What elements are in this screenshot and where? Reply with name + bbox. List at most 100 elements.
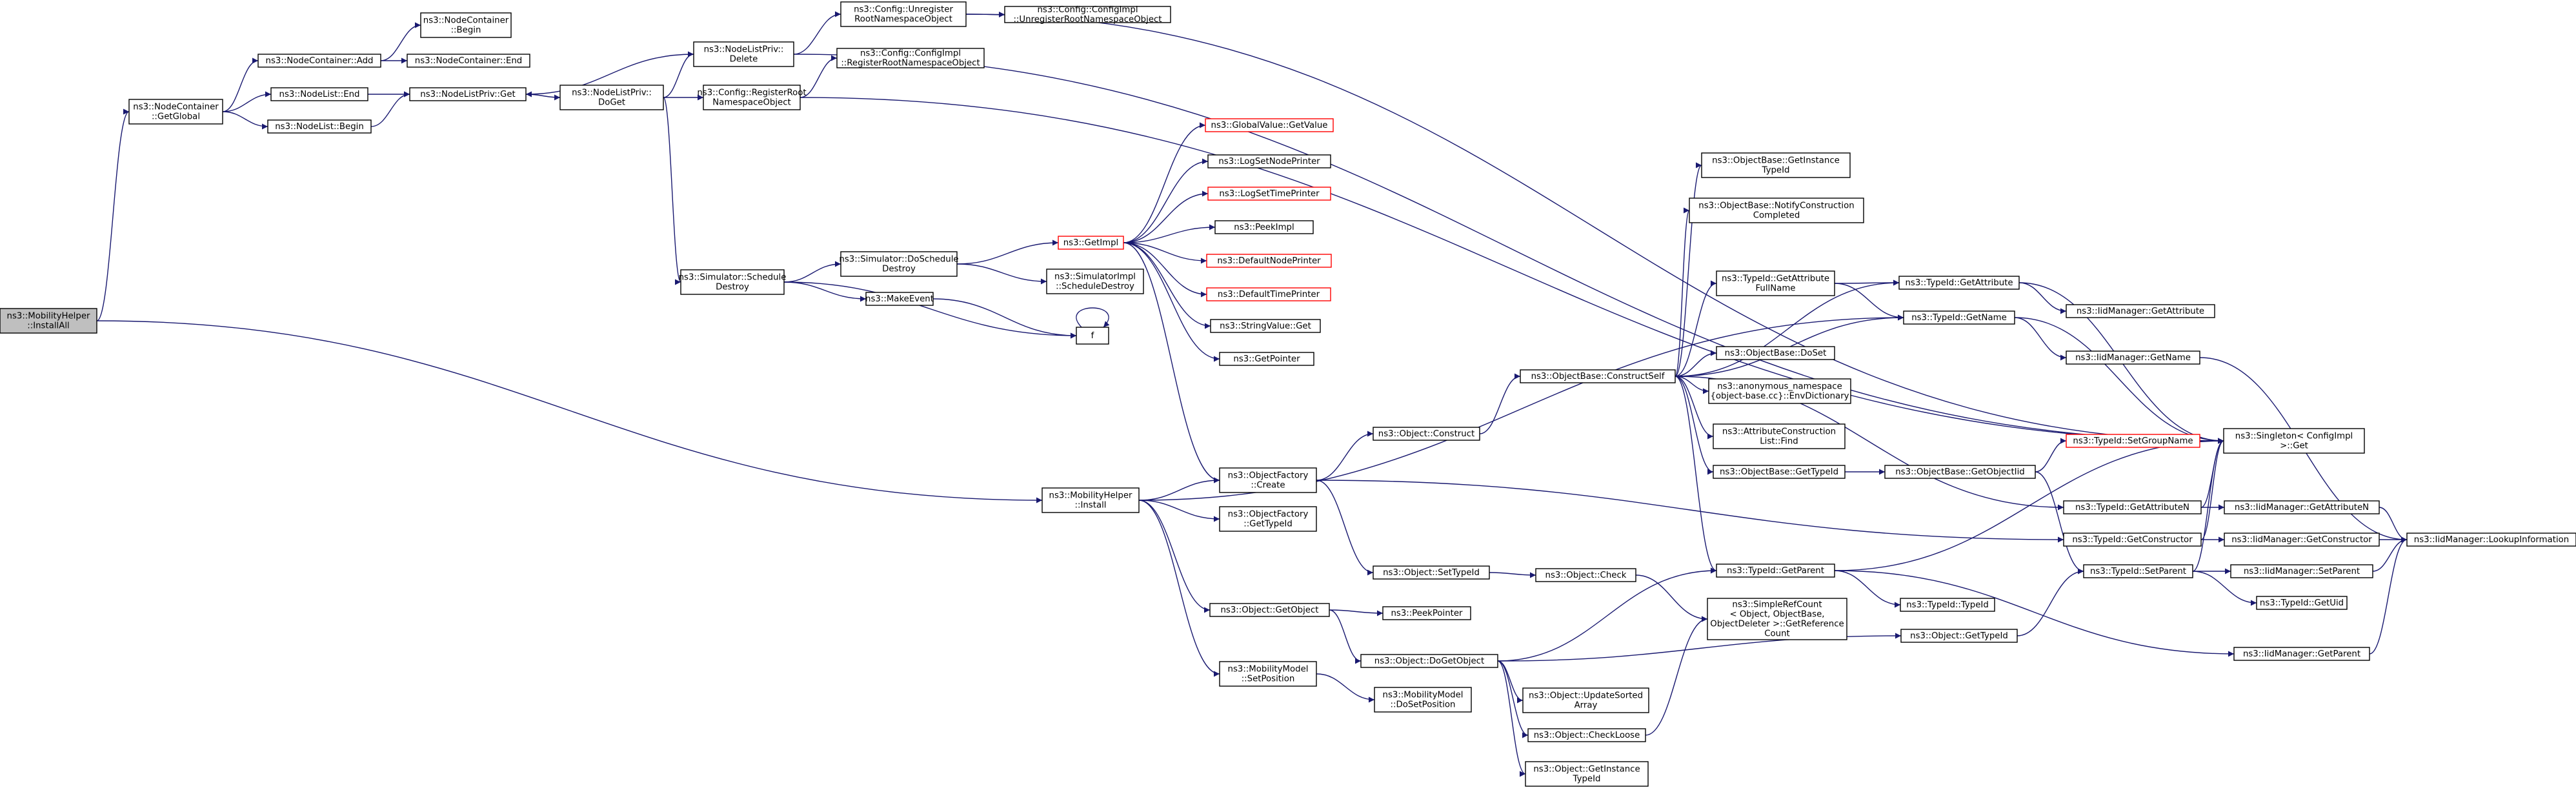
node-label: ns3::ObjectBase::GetObjectIid <box>1895 467 2024 477</box>
graph-node-tidSetGroupName[interactable]: ns3::TypeId::SetGroupName <box>2066 434 2200 448</box>
edge-simSchedDestroy-to-f <box>783 281 1077 339</box>
graph-node-logSetTime[interactable]: ns3::LogSetTimePrinter <box>1207 187 1331 201</box>
graph-node-defTimePrinter[interactable]: ns3::DefaultTimePrinter <box>1206 287 1331 301</box>
node-box <box>267 119 372 134</box>
edge-objGetObject-to-objDoGetObject <box>1329 609 1362 664</box>
graph-node-ncGetGlobal[interactable]: ns3::NodeContainer::GetGlobal <box>128 99 223 125</box>
graph-node-f[interactable]: f <box>1076 327 1109 345</box>
graph-node-peekImpl[interactable]: ns3::PeekImpl <box>1214 220 1314 234</box>
graph-node-objGetTypeId[interactable]: ns3::Object::GetTypeId <box>1900 629 2018 643</box>
graph-node-simImplSched[interactable]: ns3::SimulatorImpl::ScheduleDestroy <box>1046 269 1144 294</box>
graph-node-objDoGetObject[interactable]: ns3::Object::DoGetObject <box>1360 654 1498 668</box>
graph-node-iidGetParent[interactable]: ns3::IidManager::GetParent <box>2233 647 2370 661</box>
node-label: ns3::TypeId::GetParent <box>1727 566 1824 576</box>
graph-node-obConstructSelf[interactable]: ns3::ObjectBase::ConstructSelf <box>1520 369 1676 383</box>
node-label: ns3::Singleton< ConfigImpl <box>2235 432 2353 442</box>
graph-node-objSetTypeId[interactable]: ns3::Object::SetTypeId <box>1373 565 1490 580</box>
graph-node-srcGetRef[interactable]: ns3::SimpleRefCount< Object, ObjectBase,… <box>1707 598 1847 640</box>
node-label: ns3::IidManager::GetParent <box>2243 649 2360 659</box>
graph-node-iidSetParent[interactable]: ns3::IidManager::SetParent <box>2230 564 2373 578</box>
graph-node-cfgImplReg[interactable]: ns3::Config::ConfigImpl::RegisterRootNam… <box>836 48 985 68</box>
graph-node-tidGetUid[interactable]: ns3::TypeId::GetUid <box>2256 596 2348 610</box>
graph-node-peekPointer[interactable]: ns3::PeekPointer <box>1382 606 1471 620</box>
node-box <box>836 48 985 68</box>
graph-node-tidGetAttribute[interactable]: ns3::TypeId::GetAttribute <box>1898 276 2020 290</box>
node-label: ns3::anonymous_namespace <box>1717 382 1842 392</box>
graph-node-ncEnd[interactable]: ns3::NodeContainer::End <box>407 54 530 68</box>
graph-node-ofGetTypeId[interactable]: ns3::ObjectFactory::GetTypeId <box>1219 506 1317 532</box>
graph-node-gvGetValue[interactable]: ns3::GlobalValue::GetValue <box>1205 118 1334 132</box>
graph-node-obGetTypeId[interactable]: ns3::ObjectBase::GetTypeId <box>1713 465 1846 479</box>
edge-simDoSchedDestroy-to-simImplSched <box>956 263 1047 285</box>
edge-nlpDelete-to-singletonGet <box>793 54 2224 444</box>
graph-node-nlpDoGet[interactable]: ns3::NodeListPriv::DoGet <box>559 85 664 110</box>
graph-node-objCheck[interactable]: ns3::Object::Check <box>1535 568 1636 582</box>
graph-node-cfgUnreg[interactable]: ns3::Config::UnregisterRootNamespaceObje… <box>840 1 967 27</box>
node-box <box>1903 310 2015 325</box>
graph-node-getPointer[interactable]: ns3::GetPointer <box>1219 352 1314 366</box>
graph-node-tidGetAttributeN[interactable]: ns3::TypeId::GetAttributeN <box>2063 500 2202 514</box>
graph-node-cfgImplUnreg[interactable]: ns3::Config::ConfigImpl::UnregisterRootN… <box>1004 5 1171 25</box>
edge-tidGetName-to-singletonGet <box>2014 317 2224 444</box>
node-label: ns3::TypeId::GetName <box>1911 313 2007 323</box>
node-label: ns3::MobilityHelper <box>1049 491 1132 501</box>
graph-node-defNodePrinter[interactable]: ns3::DefaultNodePrinter <box>1206 254 1332 268</box>
graph-node-iidGetName[interactable]: ns3::IidManager::GetName <box>2066 350 2200 365</box>
node-box <box>1716 346 1835 360</box>
node-label: ns3::Object::CheckLoose <box>1534 731 1640 740</box>
graph-node-tidTypeId[interactable]: ns3::TypeId::TypeId <box>1900 598 1995 612</box>
graph-node-root[interactable]: ns3::MobilityHelper::InstallAll <box>0 308 97 334</box>
edge-getImpl-to-ofCreate <box>1123 242 1220 483</box>
graph-node-objCheckLoose[interactable]: ns3::Object::CheckLoose <box>1527 728 1646 742</box>
graph-node-tidGetName[interactable]: ns3::TypeId::GetName <box>1903 310 2015 325</box>
graph-node-nlBegin[interactable]: ns3::NodeList::Begin <box>267 119 372 134</box>
graph-node-logSetNode[interactable]: ns3::LogSetNodePrinter <box>1207 154 1331 168</box>
graph-node-ncAdd[interactable]: ns3::NodeContainer::Add <box>257 54 381 68</box>
graph-node-iidGetConstructor[interactable]: ns3::IidManager::GetConstructor <box>2224 533 2380 547</box>
node-box <box>1219 467 1317 493</box>
graph-node-ncBegin[interactable]: ns3::NodeContainer::Begin <box>420 12 512 38</box>
graph-node-nlEnd[interactable]: ns3::NodeList::End <box>270 87 368 101</box>
node-label: Array <box>1575 701 1598 711</box>
graph-node-mmSetPosition[interactable]: ns3::MobilityModel::SetPosition <box>1219 661 1317 687</box>
node-label: ns3::ObjectFactory <box>1228 471 1309 481</box>
graph-node-stringValueGet[interactable]: ns3::StringValue::Get <box>1210 319 1321 333</box>
graph-node-makeEvent[interactable]: ns3::MakeEvent <box>865 292 934 306</box>
graph-node-tidGetParent[interactable]: ns3::TypeId::GetParent <box>1716 564 1835 578</box>
graph-node-singletonGet[interactable]: ns3::Singleton< ConfigImpl >::Get <box>2223 428 2365 454</box>
edge-obConstructSelf-to-obNotify <box>1675 207 1690 377</box>
graph-node-nlpGet[interactable]: ns3::NodeListPriv::Get <box>409 87 527 101</box>
graph-node-nlpDelete[interactable]: ns3::NodeListPriv::Delete <box>693 41 794 67</box>
edge-tidGetParent-to-iidGetParent <box>1834 570 2235 657</box>
graph-node-obDoSet[interactable]: ns3::ObjectBase::DoSet <box>1716 346 1835 360</box>
graph-node-simSchedDestroy[interactable]: ns3::Simulator::ScheduleDestroy <box>679 269 787 295</box>
node-box <box>1206 254 1332 268</box>
node-label: ns3::GlobalValue::GetValue <box>1211 121 1328 130</box>
graph-node-objGetObject[interactable]: ns3::Object::GetObject <box>1209 603 1330 617</box>
graph-node-anonEnv[interactable]: ns3::anonymous_namespace{object-base.cc}… <box>1708 378 1851 404</box>
edge-ofCreate-to-objConstruct <box>1316 431 1374 481</box>
graph-node-mhInstall[interactable]: ns3::MobilityHelper::Install <box>1041 487 1140 513</box>
graph-node-tidGetConstructor[interactable]: ns3::TypeId::GetConstructor <box>2063 533 2202 547</box>
graph-node-obNotify[interactable]: ns3::ObjectBase::NotifyConstructionCompl… <box>1689 198 1864 223</box>
graph-node-getImpl[interactable]: ns3::GetImpl <box>1058 236 1124 250</box>
graph-node-iidLookup[interactable]: ns3::IidManager::LookupInformation <box>2406 533 2576 547</box>
graph-node-obGetObjectIid[interactable]: ns3::ObjectBase::GetObjectIid <box>1884 465 2036 479</box>
graph-node-mmDoSetPosition[interactable]: ns3::MobilityModel::DoSetPosition <box>1374 687 1472 713</box>
node-box <box>1206 287 1331 301</box>
graph-node-iidGetAttribute[interactable]: ns3::IidManager::GetAttribute <box>2066 304 2215 318</box>
graph-node-objConstruct[interactable]: ns3::Object::Construct <box>1373 427 1480 441</box>
edge-getImpl-to-gvGetValue <box>1123 122 1206 243</box>
graph-node-tidSetParent[interactable]: ns3::TypeId::SetParent <box>2083 564 2193 578</box>
graph-node-ofCreate[interactable]: ns3::ObjectFactory::Create <box>1219 467 1317 493</box>
graph-node-iidGetAttributeN[interactable]: ns3::IidManager::GetAttributeN <box>2224 500 2380 514</box>
node-label: ns3::Config::ConfigImpl <box>860 49 961 59</box>
node-box <box>1004 6 1171 23</box>
graph-node-cfgReg[interactable]: ns3::Config::RegisterRootNamespaceObject <box>697 85 807 110</box>
